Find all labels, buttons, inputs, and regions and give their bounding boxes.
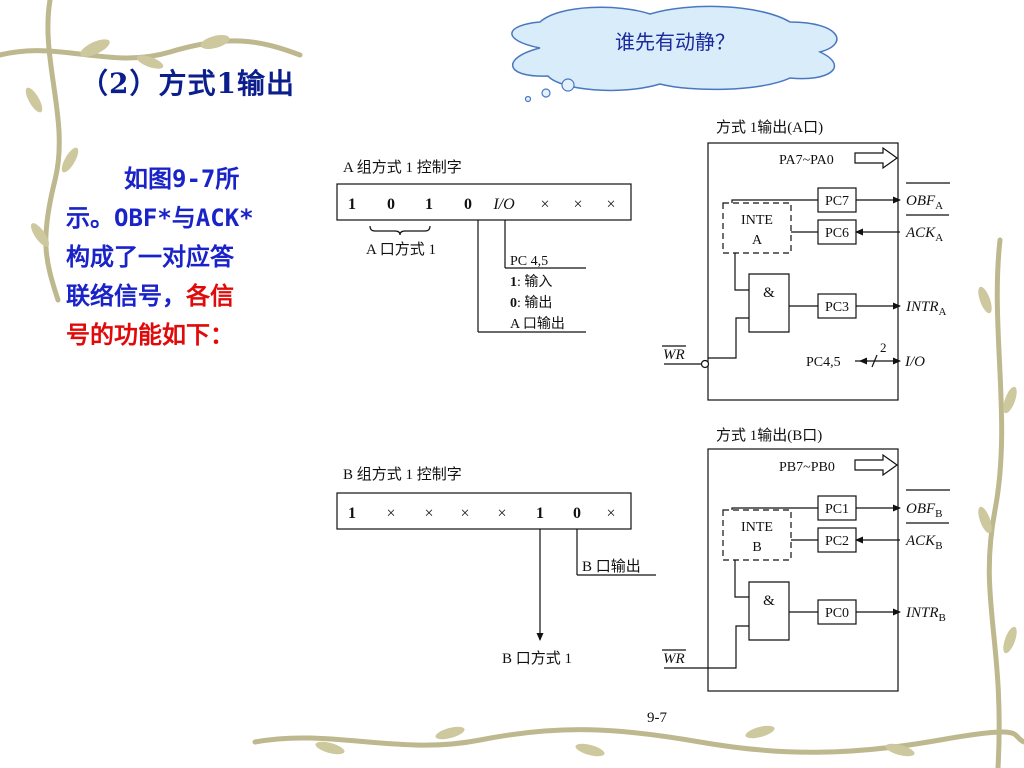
desc-line-4b: 各信	[186, 282, 234, 310]
b-bit-7: 1	[348, 505, 356, 522]
a-bit-7: 1	[348, 196, 356, 213]
a-chip-title: 方式 1输出(A口)	[716, 119, 823, 136]
b-bit-3: ×	[497, 505, 506, 522]
a-bus-label: PA7~PA0	[779, 153, 834, 168]
a-pc45-input: 1: 输入	[510, 274, 552, 290]
a-pin-pc6: PC6	[825, 226, 849, 241]
desc-line-4a: 联络信号，	[66, 282, 186, 310]
b-inte-line2: B	[752, 540, 761, 555]
b-pin-pc1: PC1	[825, 502, 849, 517]
a-io-width: 2	[880, 340, 887, 355]
a-wr-signal: WR	[663, 347, 685, 363]
b-bit-6: ×	[386, 505, 395, 522]
b-pin-pc2: PC2	[825, 534, 849, 549]
a-control-word-title: A 组方式 1 控制字	[343, 159, 462, 176]
b-bit-4: ×	[460, 505, 469, 522]
a-bit-4: 0	[464, 196, 472, 213]
a-pin-pc3: PC3	[825, 300, 849, 315]
b-control-word-title: B 组方式 1 控制字	[343, 466, 462, 483]
b-bit-2: 1	[536, 505, 544, 522]
a-ack-signal: ACKA	[905, 225, 943, 244]
a-and-gate: &	[763, 285, 775, 301]
a-bit-0: ×	[606, 196, 615, 213]
b-intr-signal: INTRB	[905, 605, 946, 624]
a-bit-1: ×	[573, 196, 582, 213]
figure-label: 9-7	[647, 710, 667, 726]
b-chip-title: 方式 1输出(B口)	[716, 427, 822, 444]
a-pc45-title: PC 4,5	[510, 254, 548, 269]
bubble-text: 谁先有动静？	[615, 30, 735, 54]
a-obf-signal: OBFA	[906, 193, 943, 212]
desc-line-3: 构成了一对应答	[66, 243, 234, 271]
a-io-signal: I/O	[904, 354, 925, 370]
a-bit-2: ×	[540, 196, 549, 213]
a-bit-6: 0	[387, 196, 395, 213]
a-pin-pc7: PC7	[825, 194, 849, 209]
a-output-label: A 口输出	[510, 316, 565, 332]
a-pin-pc45: PC4,5	[806, 355, 841, 370]
b-bit-1: 0	[573, 505, 581, 522]
b-output-label: B 口输出	[582, 558, 641, 575]
b-inte-line1: INTE	[741, 520, 773, 535]
b-and-gate: &	[763, 593, 775, 609]
a-pc45-output: 0: 输出	[510, 295, 552, 311]
b-bit-0: ×	[606, 505, 615, 522]
a-bit-3: I/O	[492, 196, 515, 213]
a-inte-line2: A	[752, 233, 763, 248]
b-mode-label: B 口方式 1	[502, 650, 572, 667]
b-obf-signal: OBFB	[906, 501, 943, 520]
desc-line-2: 示。OBF*与ACK*	[66, 204, 254, 232]
a-intr-signal: INTRA	[905, 299, 947, 318]
b-pin-pc0: PC0	[825, 606, 849, 621]
a-bit-5: 1	[425, 196, 433, 213]
slide-title: （2）方式1输出	[80, 67, 295, 100]
description-text: 如图9-7所 示。OBF*与ACK* 构成了一对应答 联络信号，各信 号的功能如…	[66, 160, 311, 355]
b-bit-5: ×	[424, 505, 433, 522]
b-bus-label: PB7~PB0	[779, 460, 835, 475]
desc-line-5: 号的功能如下：	[66, 321, 234, 349]
b-wr-signal: WR	[663, 651, 685, 667]
b-ack-signal: ACKB	[905, 533, 943, 552]
a-inte-line1: INTE	[741, 213, 773, 228]
a-mode-label: A 口方式 1	[366, 241, 436, 258]
desc-line-1: 如图9-7所	[124, 165, 240, 193]
